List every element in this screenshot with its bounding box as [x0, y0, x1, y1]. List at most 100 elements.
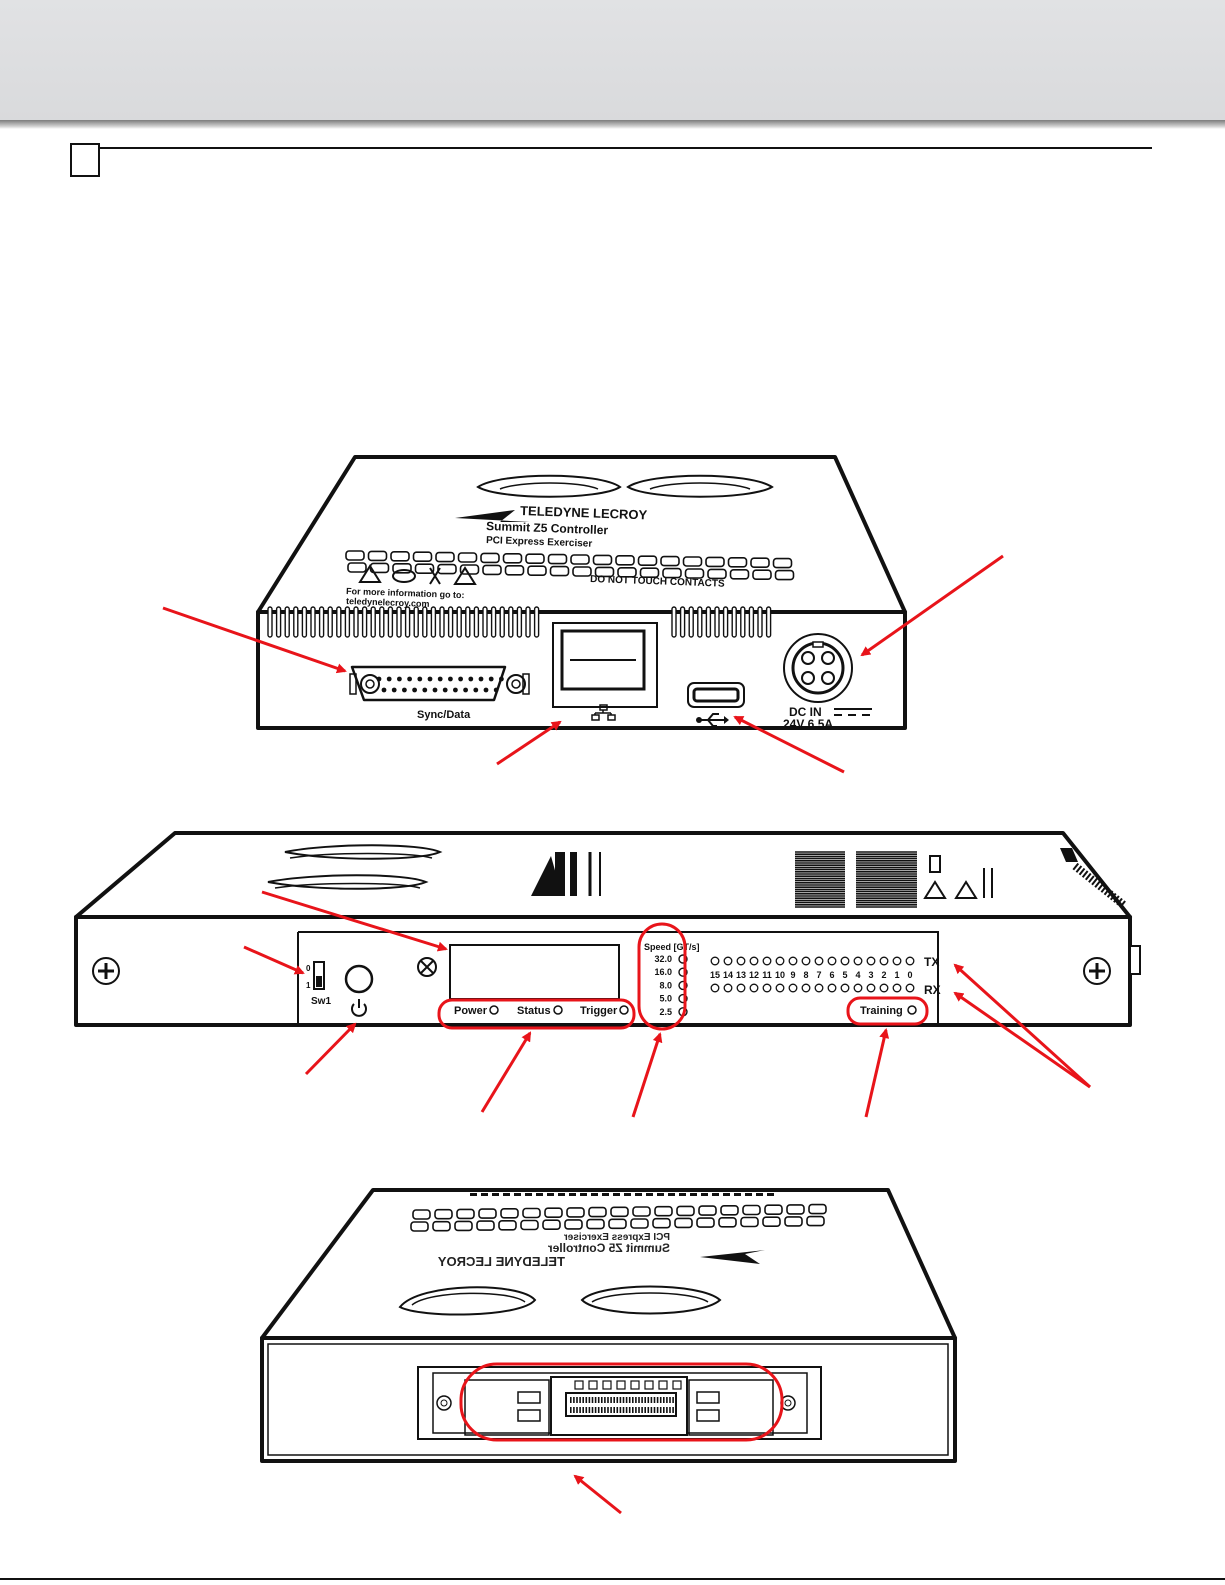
rx-lane-led — [801, 983, 811, 993]
tx-lane-led — [723, 956, 733, 966]
connector-screw-left-icon — [436, 1395, 452, 1411]
status-led — [553, 1005, 563, 1015]
tx-lane-led — [853, 956, 863, 966]
training-highlight — [846, 996, 929, 1026]
face-vent-slots-right — [671, 606, 772, 638]
switch-label-1: 1 — [306, 981, 311, 990]
lane-number-label: 8 — [803, 970, 808, 980]
ethernet-port — [552, 622, 658, 708]
tx-lane-led — [762, 956, 772, 966]
speed-value-label: 8.0 — [659, 980, 672, 990]
callout-sync-data — [162, 606, 347, 674]
speed-value-label: 2.5 — [659, 1007, 672, 1017]
lane-number-label: 10 — [775, 970, 785, 980]
footer-rule — [0, 1578, 1225, 1580]
mirrored-logo-icon — [700, 1250, 765, 1264]
rx-lane-led — [892, 983, 902, 993]
callout-speed — [631, 1032, 663, 1118]
tx-lane-led — [710, 956, 720, 966]
status-led-label: Status — [517, 1005, 551, 1017]
screw-panel-icon — [417, 957, 437, 977]
rear-product: Summit Z5 Controller — [486, 519, 609, 537]
face-vent-slots-left — [267, 606, 540, 638]
rear-callouts — [162, 554, 1004, 774]
speed-highlight — [637, 922, 687, 1031]
callout-dc-in — [860, 554, 1004, 657]
rx-lane-led — [749, 983, 759, 993]
rear-brand: TELEDYNE LECROY — [520, 503, 648, 522]
top-vent-slats — [795, 851, 917, 908]
compliance-mark-icon — [392, 569, 416, 583]
mirrored-product: Summit Z5 Controller — [548, 1241, 670, 1255]
tx-lane-led — [775, 956, 785, 966]
lane-number-label: 11 — [762, 970, 772, 980]
sw1-switch[interactable] — [313, 961, 325, 990]
lecroy-logo-icon — [531, 856, 560, 896]
rx-lane-led — [723, 983, 733, 993]
power-led — [489, 1005, 499, 1015]
rx-label: RX — [924, 983, 941, 997]
lane-number-label: 15 — [710, 970, 720, 980]
training-led-label: Training — [860, 1005, 903, 1017]
rx-lane-led — [866, 983, 876, 993]
tx-lane-led — [827, 956, 837, 966]
power-icon — [351, 999, 367, 1017]
callout-display — [261, 890, 448, 952]
trigger-led-label: Trigger — [580, 1005, 618, 1017]
tx-lane-led — [840, 956, 850, 966]
foot-right — [626, 474, 774, 498]
callout-switch — [243, 945, 305, 975]
callout-tx — [953, 963, 1092, 1089]
lane-number-label: 5 — [842, 970, 847, 980]
tx-lane-led — [879, 956, 889, 966]
rx-lane-led — [710, 983, 720, 993]
front-highlights — [437, 922, 929, 1031]
speed-title: Speed [GT/s] — [644, 942, 700, 952]
section-marker-box — [70, 143, 100, 177]
dc-symbol-icon — [834, 708, 872, 716]
power-button[interactable] — [344, 964, 374, 994]
mirrored-brand: TELEDYNE LECROY — [438, 1254, 565, 1269]
rear-info-2: teledynelecroy.com — [346, 596, 430, 609]
rear-info-1: For more information go to: — [346, 586, 465, 600]
front-callouts — [243, 890, 1092, 1118]
tx-lane-led — [736, 956, 746, 966]
top-vent-grid-mirrored — [410, 1193, 827, 1232]
section-rule — [100, 147, 1152, 149]
rear-view-device: TELEDYNE LECROY Summit Z5 Controller PCI… — [256, 455, 907, 731]
rx-lane-led — [827, 983, 837, 993]
esd-warning-icon — [453, 566, 477, 585]
lane-number-label: 14 — [723, 970, 733, 980]
tx-lane-led — [814, 956, 824, 966]
connector-screw-right-icon — [780, 1395, 796, 1411]
lane-number-label: 7 — [816, 970, 821, 980]
lane-number-label: 0 — [907, 970, 912, 980]
callout-power-button — [304, 1022, 357, 1076]
front-view-device: 0 1 Sw1 Power Status Trigger Speed [GT/s… — [74, 831, 1141, 1027]
warning-triangle-icon — [358, 564, 382, 583]
rx-lane-led — [905, 983, 915, 993]
callout-cable-connector — [573, 1474, 622, 1515]
rx-lane-led — [775, 983, 785, 993]
speed-led-group: 32.016.08.05.02.5 — [654, 954, 688, 1017]
network-icon — [591, 704, 616, 721]
page-header-band — [0, 0, 1225, 122]
callout-status-leds — [480, 1031, 532, 1113]
lane-number-label: 4 — [855, 970, 860, 980]
switch-name: Sw1 — [311, 996, 331, 1007]
rx-lane-led — [879, 983, 889, 993]
sync-data-connector — [349, 665, 530, 702]
callout-usb — [733, 715, 845, 774]
tx-label: TX — [924, 955, 939, 969]
weee-bin-icon — [429, 567, 441, 585]
lane-number-label: 1 — [894, 970, 899, 980]
status-leds-highlight — [437, 998, 636, 1030]
mirrored-subtitle: PCI Express Exerciser — [564, 1232, 670, 1243]
dc-in-label: DC IN — [789, 705, 822, 719]
rear-subtitle: PCI Express Exerciser — [486, 535, 593, 550]
tx-lane-led — [905, 956, 915, 966]
speed-value-label: 5.0 — [659, 994, 672, 1004]
tx-lane-led — [749, 956, 759, 966]
lane-number-label: 6 — [829, 970, 834, 980]
